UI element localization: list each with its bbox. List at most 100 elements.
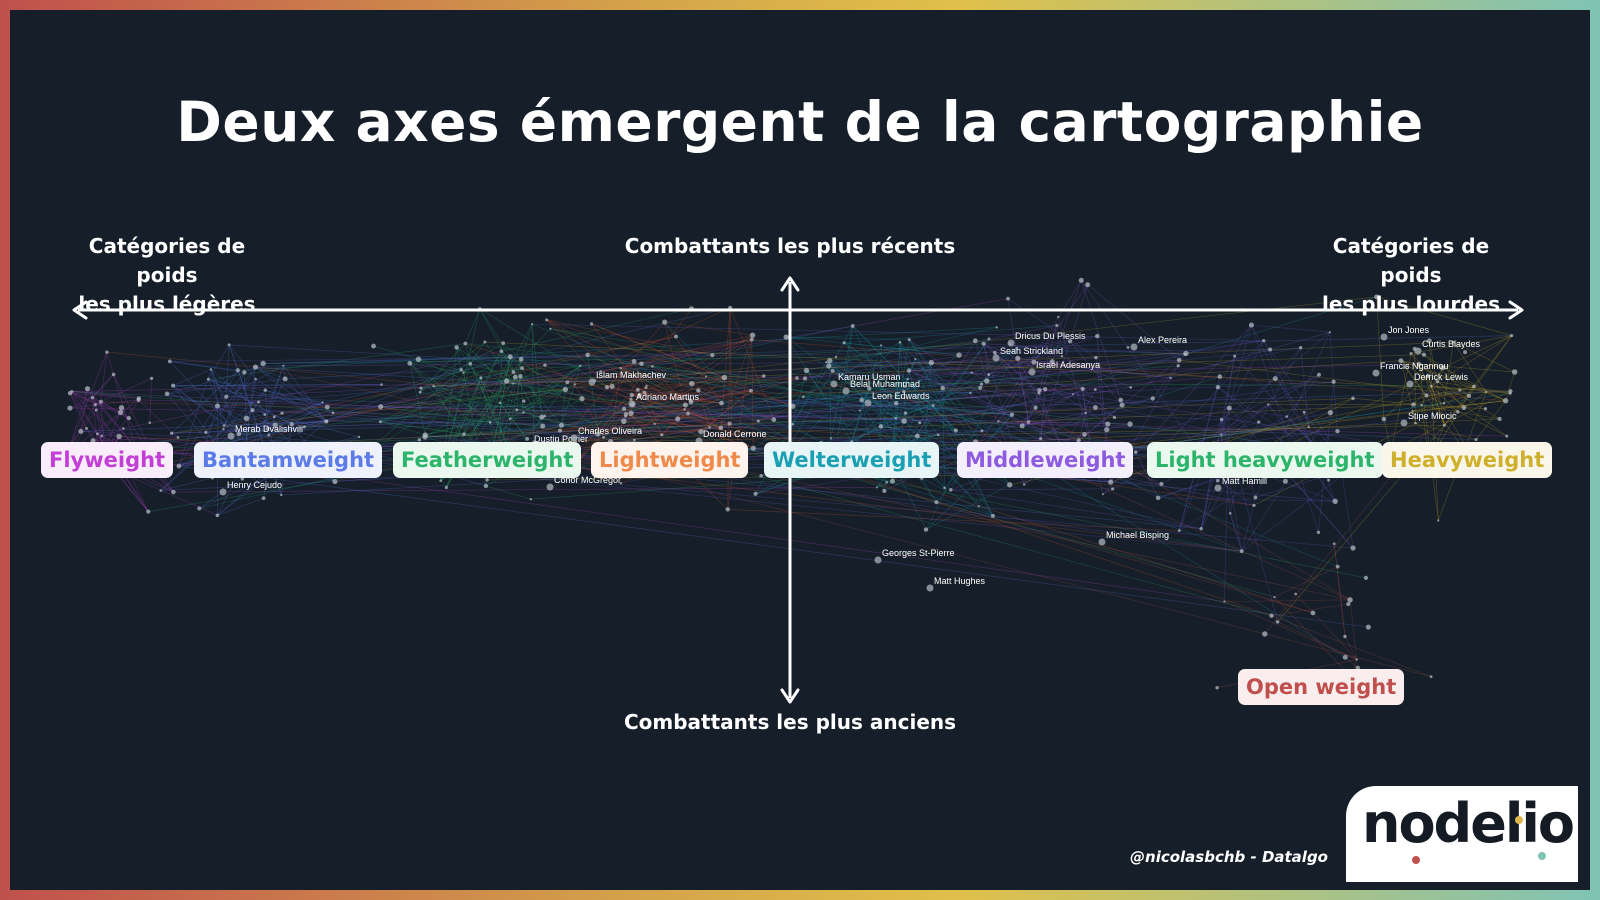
network-edge bbox=[541, 416, 598, 435]
network-edge bbox=[229, 344, 764, 377]
network-edge bbox=[380, 421, 465, 435]
network-node bbox=[539, 414, 545, 420]
network-edge bbox=[106, 351, 633, 405]
network-edge bbox=[631, 394, 1314, 614]
network-node bbox=[1037, 387, 1042, 393]
network-edge bbox=[1415, 422, 1477, 440]
network-node bbox=[629, 392, 635, 398]
network-edge bbox=[556, 404, 1414, 443]
network-node bbox=[1485, 390, 1488, 394]
network-node bbox=[214, 403, 220, 409]
network-edge bbox=[861, 399, 872, 449]
network-edge bbox=[1267, 404, 1308, 448]
network-edge bbox=[925, 484, 1010, 530]
network-node bbox=[719, 400, 724, 406]
network-node bbox=[1269, 613, 1274, 618]
network-node bbox=[602, 435, 605, 439]
network-edge bbox=[1229, 513, 1243, 552]
fighter-node bbox=[546, 483, 554, 491]
network-edge bbox=[869, 372, 972, 389]
network-node bbox=[67, 391, 73, 396]
network-node bbox=[651, 365, 654, 368]
network-edge bbox=[908, 361, 1053, 371]
network-node bbox=[688, 399, 694, 405]
network-edge bbox=[246, 417, 268, 430]
network-node bbox=[267, 433, 271, 437]
network-node bbox=[1355, 665, 1360, 670]
network-edge bbox=[630, 398, 1272, 617]
fighter-node bbox=[1372, 369, 1380, 377]
network-edge bbox=[1352, 397, 1422, 406]
network-node bbox=[1033, 405, 1038, 410]
network-edge bbox=[465, 343, 722, 429]
network-node bbox=[903, 411, 908, 415]
network-node bbox=[227, 343, 231, 347]
network-node bbox=[802, 376, 808, 381]
network-node bbox=[1215, 686, 1219, 690]
network-node bbox=[893, 400, 899, 406]
network-edge bbox=[245, 417, 896, 446]
network-edge bbox=[1418, 364, 1445, 426]
network-node bbox=[689, 380, 695, 387]
network-edge bbox=[603, 334, 753, 438]
network-node bbox=[1076, 438, 1081, 443]
network-node bbox=[827, 357, 833, 364]
network-node bbox=[622, 406, 627, 411]
network-node bbox=[623, 414, 627, 418]
network-node bbox=[906, 368, 912, 373]
network-edge bbox=[610, 424, 1445, 443]
network-edge bbox=[419, 341, 486, 440]
network-node bbox=[762, 374, 766, 378]
network-edge bbox=[729, 307, 733, 455]
network-edge bbox=[1400, 360, 1506, 402]
network-node bbox=[635, 387, 640, 392]
network-edge bbox=[480, 367, 523, 379]
network-node bbox=[105, 350, 109, 354]
network-node bbox=[503, 378, 510, 384]
network-edge bbox=[988, 374, 1153, 399]
network-node bbox=[675, 416, 681, 422]
network-edge bbox=[1224, 599, 1351, 602]
network-node bbox=[407, 360, 413, 366]
fighter-name: Leon Edwards bbox=[872, 391, 930, 401]
category-chip-lightweight: Lightweight bbox=[591, 442, 749, 478]
network-edge bbox=[998, 325, 1058, 422]
network-node bbox=[1285, 415, 1289, 418]
network-node bbox=[78, 428, 84, 434]
network-node bbox=[718, 425, 724, 431]
network-node bbox=[725, 507, 730, 512]
network-node bbox=[1253, 495, 1258, 500]
network-edge bbox=[1033, 361, 1171, 379]
network-edge bbox=[501, 350, 523, 369]
network-edge bbox=[826, 361, 1351, 601]
network-edge bbox=[263, 356, 836, 364]
network-edge bbox=[591, 323, 793, 407]
network-edge bbox=[1444, 335, 1512, 426]
network-edge bbox=[550, 328, 713, 356]
network-edge bbox=[470, 363, 510, 448]
network-edge bbox=[720, 307, 731, 428]
network-edge bbox=[631, 394, 730, 424]
network-node bbox=[332, 478, 338, 485]
network-node bbox=[686, 411, 690, 416]
network-node bbox=[1176, 364, 1180, 368]
network-node bbox=[906, 377, 909, 381]
network-edge bbox=[463, 342, 504, 435]
network-node bbox=[280, 411, 284, 415]
network-edge bbox=[1376, 296, 1385, 420]
network-edge bbox=[106, 352, 136, 448]
network-node bbox=[683, 408, 686, 411]
network-edge bbox=[433, 354, 1424, 387]
network-edge bbox=[970, 348, 1018, 394]
network-node bbox=[263, 413, 267, 416]
network-edge bbox=[138, 399, 179, 438]
network-edge bbox=[639, 334, 753, 396]
network-node bbox=[468, 362, 473, 366]
network-node bbox=[215, 513, 220, 518]
network-node bbox=[325, 419, 329, 423]
network-node bbox=[928, 359, 935, 366]
network-edge bbox=[1405, 367, 1427, 396]
network-node bbox=[1133, 450, 1138, 454]
network-edge bbox=[826, 361, 905, 422]
network-node bbox=[1351, 396, 1355, 401]
